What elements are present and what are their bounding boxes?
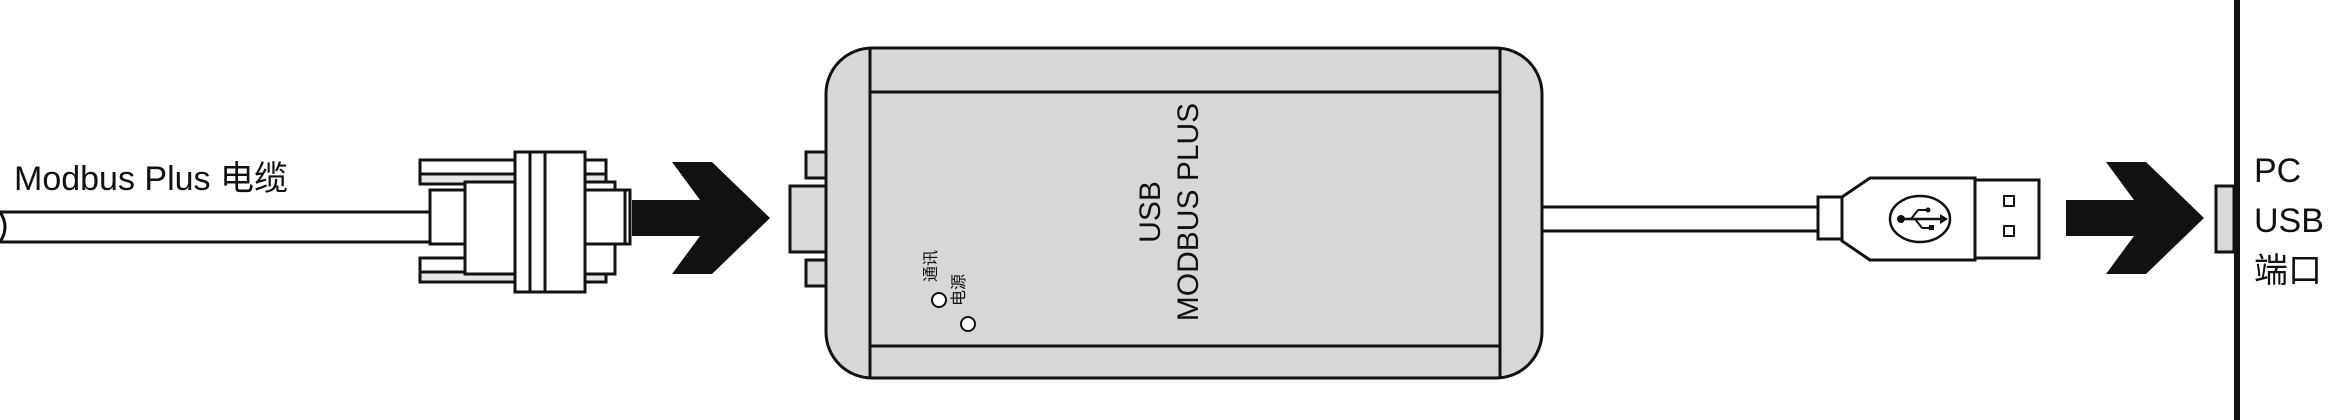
usb-logo-icon (1888, 194, 1952, 244)
db9-connector (418, 150, 632, 294)
comm-led-label: 通讯 (922, 250, 940, 282)
device-title-line2: MODBUS PLUS (1172, 103, 1205, 321)
direction-arrow-icon (2066, 162, 2204, 274)
usb-modbus-plus-adapter: 通讯 电源 USB MODBUS PLUS (824, 46, 1544, 380)
power-led-icon (960, 316, 976, 332)
direction-arrow-icon (632, 162, 770, 274)
device-title-line1: USB (1134, 181, 1167, 243)
power-led-label: 电源 (950, 274, 968, 306)
cable-label: Modbus Plus 电缆 (14, 160, 288, 198)
pc-usb-port (2214, 0, 2240, 420)
device-port (788, 150, 830, 288)
usb-cable (1540, 205, 1824, 233)
pc-label-line1: PC (2254, 152, 2301, 190)
comm-led-icon (931, 292, 947, 308)
modbus-plus-cable (0, 210, 434, 244)
pc-label-line3: 端口 (2254, 252, 2322, 290)
pc-label-line2: USB (2254, 202, 2324, 240)
